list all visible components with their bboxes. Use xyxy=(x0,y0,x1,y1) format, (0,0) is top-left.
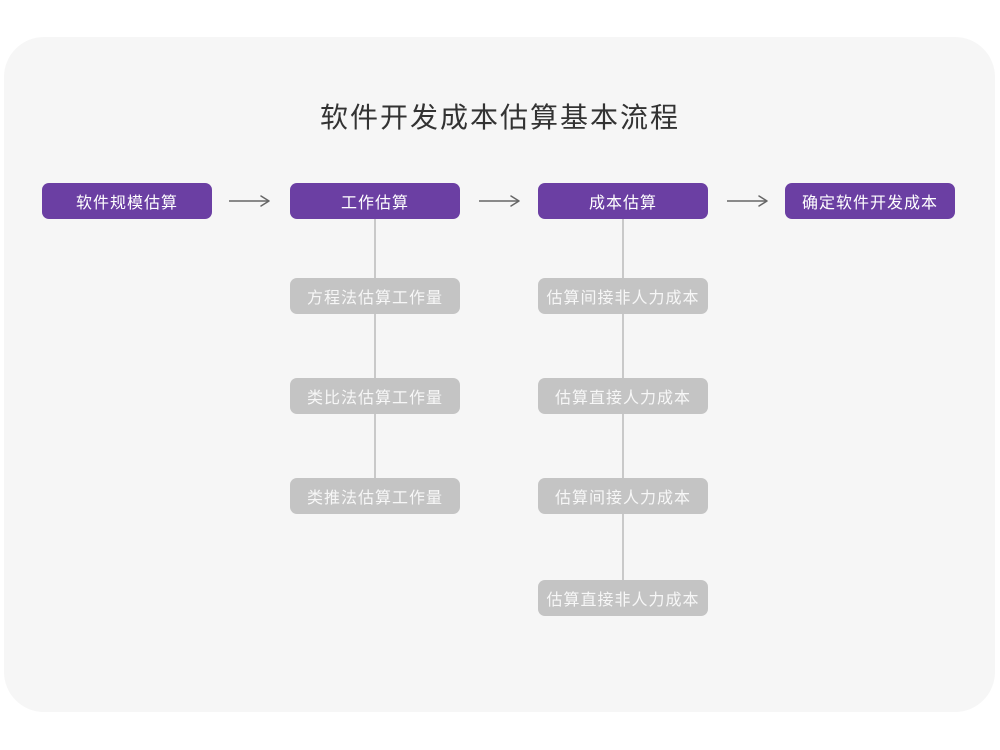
substep-extrapolation-method: 类推法估算工作量 xyxy=(290,478,460,514)
step-work-estimation: 工作估算 xyxy=(290,183,460,219)
step-determine-development-cost: 确定软件开发成本 xyxy=(785,183,955,219)
diagram-title: 软件开发成本估算基本流程 xyxy=(319,102,680,133)
substep-direct-labor-cost: 估算直接人力成本 xyxy=(538,378,708,414)
step-cost-estimation: 成本估算 xyxy=(538,183,708,219)
diagram-card xyxy=(4,37,995,712)
connector-line-work xyxy=(374,219,376,480)
arrow-right-icon xyxy=(228,195,272,207)
step-software-scale-estimation: 软件规模估算 xyxy=(42,183,212,219)
substep-equation-method: 方程法估算工作量 xyxy=(290,278,460,314)
substep-analogy-method: 类比法估算工作量 xyxy=(290,378,460,414)
substep-indirect-labor-cost: 估算间接人力成本 xyxy=(538,478,708,514)
arrow-right-icon xyxy=(726,195,770,207)
substep-indirect-nonlabor-cost: 估算间接非人力成本 xyxy=(538,278,708,314)
arrow-right-icon xyxy=(478,195,522,207)
substep-direct-nonlabor-cost: 估算直接非人力成本 xyxy=(538,580,708,616)
